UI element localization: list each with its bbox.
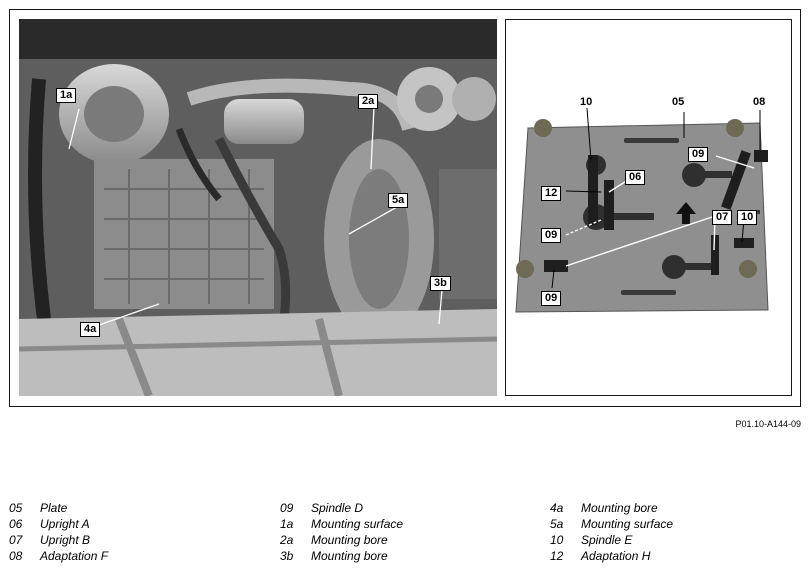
- legend-text: Plate: [40, 501, 68, 515]
- callout-1a: 1a: [56, 88, 77, 103]
- legend-text: Mounting surface: [581, 517, 674, 531]
- mounting-plate-illustration: [515, 107, 769, 313]
- legend-code: 2a: [280, 533, 294, 547]
- callout-09-left: 09: [541, 228, 562, 243]
- legend-code: 09: [280, 501, 294, 515]
- callout-2a: 2a: [358, 94, 379, 109]
- callout-12: 12: [541, 186, 562, 201]
- callout-5a: 5a: [388, 193, 409, 208]
- engine-bay-illustration: [19, 19, 497, 396]
- callout-07-right: 07: [712, 210, 733, 225]
- legend-text: Adaptation H: [581, 549, 651, 563]
- legend-text: Upright A: [40, 517, 90, 531]
- legend-code: 5a: [550, 517, 564, 531]
- legend-text: Mounting bore: [311, 533, 388, 547]
- mounting-plate-photo: 10 05 08 09 12 06 07 10 09 09: [505, 19, 792, 396]
- callout-3b: 3b: [430, 276, 451, 291]
- legend-code: 06: [9, 517, 23, 531]
- legend-code: 1a: [280, 517, 294, 531]
- legend-code: 4a: [550, 501, 564, 515]
- legend-text: Mounting bore: [311, 549, 388, 563]
- callout-08: 08: [753, 96, 766, 108]
- callout-10-right: 10: [737, 210, 758, 225]
- callout-09-top: 09: [688, 147, 709, 162]
- callout-09-bottom: 09: [541, 291, 562, 306]
- figure-code: P01.10-A144-09: [735, 419, 801, 429]
- legend-text: Spindle E: [581, 533, 633, 547]
- engine-bay-photo: 1a 2a 5a 3b 4a: [19, 19, 497, 396]
- callout-06: 06: [625, 170, 646, 185]
- legend-code: 05: [9, 501, 23, 515]
- legend-code: 10: [550, 533, 564, 547]
- legend-code: 07: [9, 533, 23, 547]
- callout-10-top: 10: [580, 96, 593, 108]
- callout-4a: 4a: [80, 322, 101, 337]
- callout-05: 05: [672, 96, 685, 108]
- legend-text: Mounting surface: [311, 517, 404, 531]
- legend-text: Upright B: [40, 533, 91, 547]
- legend-text: Spindle D: [311, 501, 364, 515]
- legend-code: 12: [550, 549, 564, 563]
- legend-text: Mounting bore: [581, 501, 658, 515]
- legend-code: 08: [9, 549, 23, 563]
- legend-code: 3b: [280, 549, 294, 563]
- legend-text: Adaptation F: [40, 549, 109, 563]
